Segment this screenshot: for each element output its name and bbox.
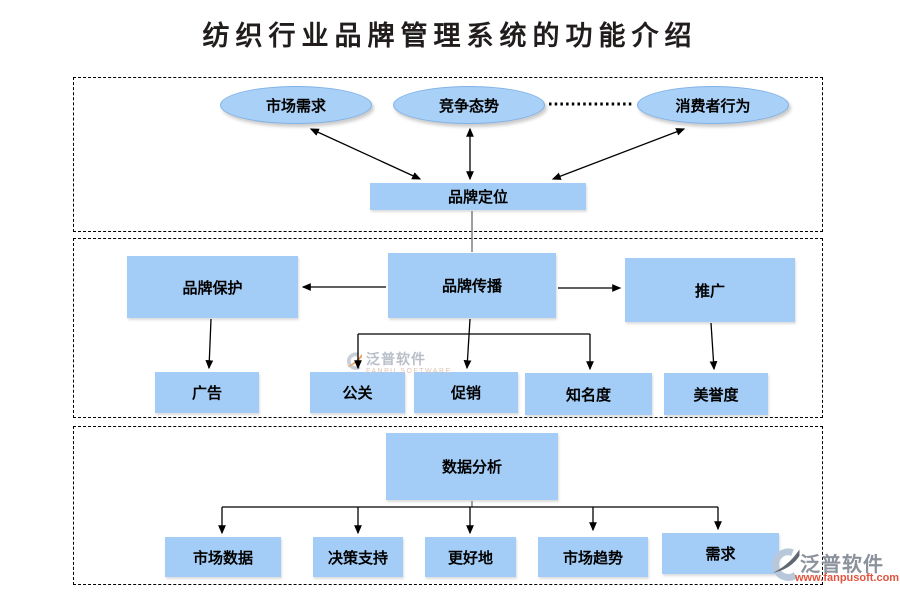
fanpu-logo-icon <box>772 548 800 581</box>
node-decision-support: 决策支持 <box>313 537 403 577</box>
watermark-corner-name: 泛普软件 <box>800 554 884 576</box>
node-market-trend: 市场趋势 <box>538 537 648 577</box>
node-awareness: 知名度 <box>525 373 652 415</box>
watermark-corner-url: www.fanpusoft.com <box>795 572 900 584</box>
page-title: 纺织行业品牌管理系统的功能介绍 <box>202 21 698 51</box>
section-brand-positioning <box>73 77 823 232</box>
node-advertising: 广告 <box>155 372 259 413</box>
watermark-center-name: 泛普软件 <box>366 351 426 367</box>
section-data-analysis <box>73 426 823 585</box>
watermark-center-subtitle: FANPU SOFTWARE <box>366 368 452 375</box>
node-brand-protection: 品牌保护 <box>127 256 298 318</box>
node-competition: 竞争态势 <box>393 86 545 124</box>
node-consumer-behavior: 消费者行为 <box>637 86 789 124</box>
node-market-demand: 市场需求 <box>220 86 372 124</box>
node-brand-communication: 品牌传播 <box>388 253 556 318</box>
node-demand: 需求 <box>662 533 779 574</box>
section-brand-management <box>73 238 823 418</box>
node-sales-promotion: 促销 <box>414 372 518 413</box>
fanpu-logo-icon <box>346 352 363 370</box>
watermark-center: 泛普软件 FANPU SOFTWARE <box>344 352 452 375</box>
node-reputation: 美誉度 <box>664 373 768 415</box>
node-brand-positioning: 品牌定位 <box>370 183 586 210</box>
node-data-analysis: 数据分析 <box>386 433 558 500</box>
node-promotion: 推广 <box>625 258 795 322</box>
node-public-relations: 公关 <box>310 372 405 413</box>
node-better: 更好地 <box>425 537 516 577</box>
node-market-data: 市场数据 <box>165 537 281 577</box>
